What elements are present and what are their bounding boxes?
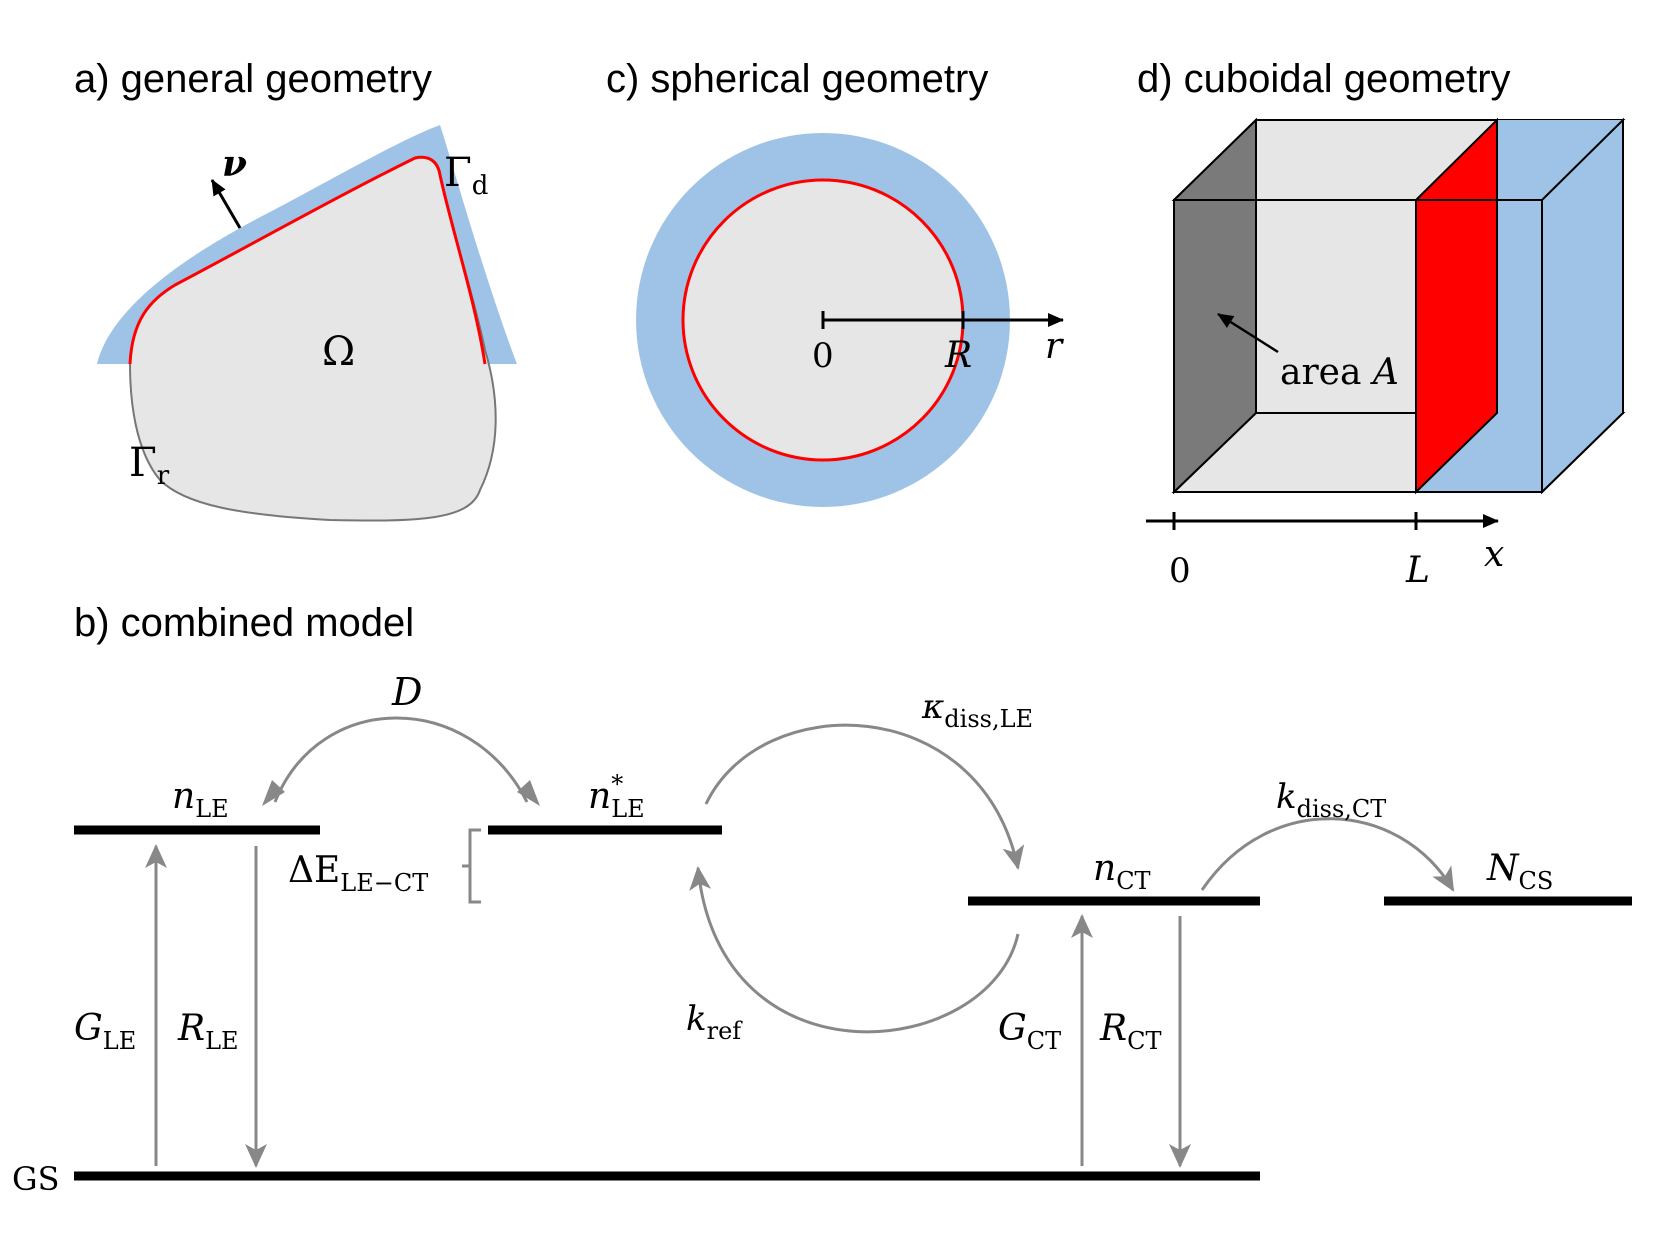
g-ct-label: GCT xyxy=(998,1008,1061,1055)
k-ref-label: kref xyxy=(686,999,743,1045)
panel-combined-model: b) combined model nLE n*LE nCT NCS GS D … xyxy=(12,601,1632,1198)
title-general-geometry: a) general geometry xyxy=(74,57,432,101)
g-le-label: GLE xyxy=(74,1008,136,1055)
delta-e-bracket xyxy=(462,828,481,904)
title-cuboidal-geometry: d) cuboidal geometry xyxy=(1137,57,1511,101)
panel-spherical-geometry: c) spherical geometry 0 R r xyxy=(606,57,1064,507)
cuboid-origin-label: 0 xyxy=(1169,551,1191,591)
gamma-r-label: Γr xyxy=(129,440,170,491)
n-ct-label: nCT xyxy=(1093,848,1151,895)
panel-general-geometry: a) general geometry ν Ω Γd Γr xyxy=(74,57,517,522)
gamma-d-label: Γd xyxy=(444,150,488,201)
kappa-diss-le-label: κdiss,LE xyxy=(921,687,1033,733)
delta-e-label: ΔELE−CT xyxy=(288,850,428,897)
cuboid-front-edges xyxy=(1173,199,1543,493)
normal-vector-arrow xyxy=(210,179,242,229)
area-pointer-arrow xyxy=(1217,312,1279,354)
diffusion-head-right xyxy=(517,780,540,806)
n-le-label: nLE xyxy=(172,776,229,823)
sphere-axis-label: r xyxy=(1045,326,1064,367)
normal-vector-label: ν xyxy=(222,143,247,185)
sphere-radius-label: R xyxy=(944,335,972,376)
panel-cuboidal-geometry: d) cuboidal geometry area A 0 L x xyxy=(1137,57,1626,591)
diffusion-label: D xyxy=(391,670,422,714)
k-ref-arc xyxy=(689,866,1020,1034)
sphere-origin-label: 0 xyxy=(812,336,834,376)
kappa-diss-le-arc xyxy=(704,723,1025,870)
diffusion-arrow xyxy=(290,698,305,742)
interface-gamma-d xyxy=(128,155,487,365)
diffusion-head-left xyxy=(262,780,285,806)
omega-label: Ω xyxy=(322,329,355,375)
k-diss-ct-arc xyxy=(1200,817,1455,892)
r-le-label: RLE xyxy=(177,1008,239,1055)
k-diss-ct-label: kdiss,CT xyxy=(1276,777,1386,823)
title-spherical-geometry: c) spherical geometry xyxy=(606,57,988,101)
diffusion-arc xyxy=(273,716,529,803)
title-combined-model: b) combined model xyxy=(74,601,414,645)
n-le-star-label: n*LE xyxy=(588,770,645,823)
area-label: area A xyxy=(1280,352,1399,393)
r-ct-label: RCT xyxy=(1099,1008,1161,1055)
n-cs-label: NCS xyxy=(1486,848,1553,895)
gs-label: GS xyxy=(12,1160,59,1198)
cuboid-length-label: L xyxy=(1405,550,1430,591)
cuboid-axis-label: x xyxy=(1484,534,1504,575)
